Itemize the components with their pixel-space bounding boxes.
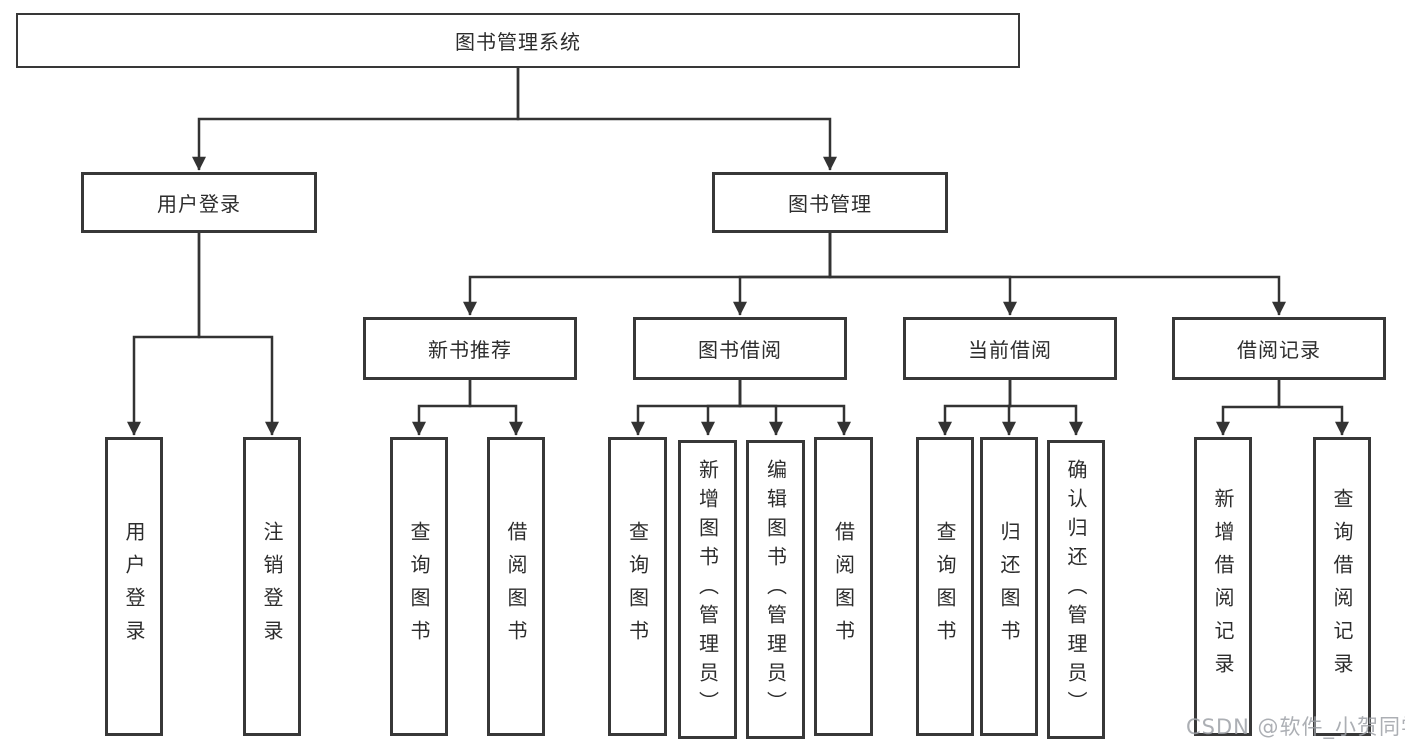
node-new-book-recommend: 新书推荐 <box>363 317 577 380</box>
node-current-borrowing-label: 当前借阅 <box>968 338 1052 362</box>
edge-newbook-borrow <box>468 380 523 436</box>
leaf-borrow-books-borrowing: 借阅图书 <box>814 437 873 736</box>
leaf-borrow-books-borrowing-label: 借阅图书 <box>831 520 856 653</box>
node-current-borrowing: 当前借阅 <box>903 317 1117 380</box>
node-book-borrowing-label: 图书借阅 <box>698 338 782 362</box>
node-library-system-label: 图书管理系统 <box>455 30 581 54</box>
edge-user-login-leaf-logout <box>197 233 279 436</box>
edge-root-book-management <box>516 68 837 171</box>
edge-borrow-edit <box>738 380 783 436</box>
leaf-edit-books-admin-label: 编辑图书（管理员） <box>763 459 788 720</box>
leaf-search-books-current-label: 查询图书 <box>933 520 957 653</box>
edge-mgmt-new-book <box>463 233 832 316</box>
node-new-book-recommend-label: 新书推荐 <box>428 338 512 362</box>
leaf-search-books-recommend-label: 查询图书 <box>407 520 431 653</box>
edge-records-search <box>1277 380 1349 436</box>
leaf-borrow-books-recommend: 借阅图书 <box>487 437 545 736</box>
leaf-return-books: 归还图书 <box>980 437 1038 736</box>
node-borrowing-records-label: 借阅记录 <box>1237 338 1321 362</box>
node-book-borrowing: 图书借阅 <box>633 317 847 380</box>
edge-mgmt-current-borrow <box>828 233 1017 316</box>
node-borrowing-records: 借阅记录 <box>1172 317 1386 380</box>
leaf-borrow-books-recommend-label: 借阅图书 <box>504 520 528 653</box>
edge-newbook-search <box>412 380 472 436</box>
leaf-logout-login: 注销登录 <box>243 437 301 736</box>
leaf-search-borrow-record-label: 查询借阅记录 <box>1330 487 1354 686</box>
leaf-search-books-recommend: 查询图书 <box>390 437 448 736</box>
leaf-add-borrow-record-label: 新增借阅记录 <box>1211 487 1235 686</box>
leaf-add-books-admin: 新增图书（管理员） <box>678 440 737 739</box>
leaf-search-books-borrowing-label: 查询图书 <box>625 520 650 653</box>
leaf-user-login-label: 用户登录 <box>122 520 146 653</box>
leaf-edit-books-admin: 编辑图书（管理员） <box>746 440 805 739</box>
edge-borrow-borrow <box>738 380 851 436</box>
edge-root-user-login <box>192 68 520 171</box>
leaf-search-borrow-record: 查询借阅记录 <box>1313 437 1371 736</box>
node-user-login-label: 用户登录 <box>157 192 241 216</box>
edge-mgmt-book-borrow <box>733 233 832 316</box>
node-book-management: 图书管理 <box>712 172 948 233</box>
edge-current-confirm <box>1008 380 1083 436</box>
node-user-login: 用户登录 <box>81 172 317 233</box>
leaf-return-books-label: 归还图书 <box>997 520 1021 653</box>
edge-records-add <box>1216 380 1281 436</box>
leaf-add-books-admin-label: 新增图书（管理员） <box>695 459 720 720</box>
leaf-confirm-return-admin-label: 确认归还（管理员） <box>1064 459 1088 720</box>
leaf-confirm-return-admin: 确认归还（管理员） <box>1047 440 1105 739</box>
leaf-add-borrow-record: 新增借阅记录 <box>1194 437 1252 736</box>
edge-user-login-leaf-login <box>127 233 201 436</box>
watermark: CSDN @软件_小贺同学 <box>1186 715 1405 739</box>
node-library-system: 图书管理系统 <box>16 13 1020 68</box>
edge-current-search <box>938 380 1012 436</box>
node-book-management-label: 图书管理 <box>788 192 872 216</box>
leaf-search-books-current: 查询图书 <box>916 437 974 736</box>
edge-mgmt-borrow-records <box>828 233 1286 316</box>
edge-borrow-search <box>631 380 742 436</box>
leaf-search-books-borrowing: 查询图书 <box>608 437 667 736</box>
edge-borrow-add <box>701 380 742 436</box>
leaf-logout-login-label: 注销登录 <box>260 520 284 653</box>
leaf-user-login: 用户登录 <box>105 437 163 736</box>
